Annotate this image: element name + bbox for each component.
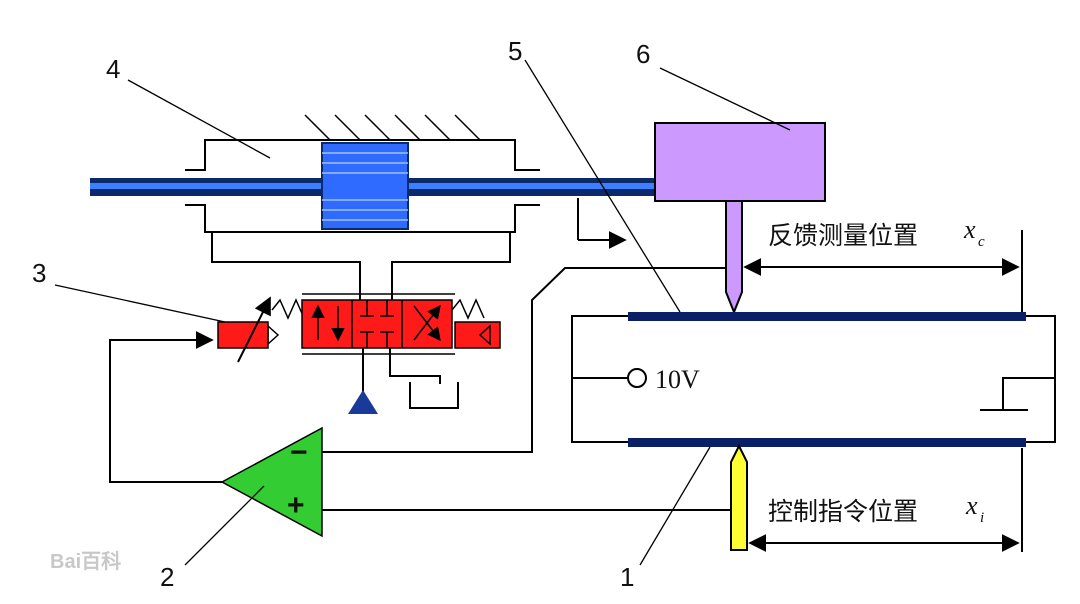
amplifier: − +	[220, 426, 323, 538]
feedback-label: 反馈测量位置	[768, 221, 918, 250]
command-sub: i	[980, 510, 984, 526]
dimension-arrows	[743, 230, 1023, 552]
motion-arrow	[577, 198, 627, 249]
amp-minus: −	[290, 436, 308, 469]
label-1: 1	[620, 562, 634, 592]
cylinder-top-wall	[185, 139, 540, 171]
servo-valve	[217, 293, 501, 414]
bottom-rail	[628, 438, 1026, 447]
ground-hatching	[304, 114, 481, 141]
command-probe	[730, 443, 748, 551]
label-4: 4	[106, 54, 120, 84]
tank	[409, 382, 459, 409]
line-left-chamber	[211, 232, 361, 302]
command-var: x	[965, 491, 978, 520]
feedback-var: x	[963, 215, 976, 244]
potentiometer: 10V	[571, 312, 1056, 447]
amp-plus: +	[287, 489, 305, 522]
voltage-terminal	[627, 368, 647, 388]
hydraulic-cylinder	[185, 114, 540, 302]
label-2: 2	[160, 562, 174, 592]
top-rail	[628, 312, 1026, 321]
feedback-probe	[725, 200, 743, 315]
line-right-chamber	[391, 232, 511, 302]
supply-triangle	[348, 390, 378, 414]
voltage-label: 10V	[655, 365, 700, 394]
watermark: Bai百科	[50, 549, 121, 573]
command-label: 控制指令位置	[768, 497, 918, 526]
label-6: 6	[636, 39, 650, 69]
label-5: 5	[508, 36, 522, 66]
load-box-6	[654, 122, 826, 202]
signal-wires	[109, 267, 731, 511]
piston	[321, 142, 409, 230]
label-3: 3	[32, 258, 46, 288]
feedback-sub: c	[978, 234, 985, 250]
callout-lines	[54, 59, 791, 566]
cylinder-bottom-wall	[185, 204, 540, 233]
